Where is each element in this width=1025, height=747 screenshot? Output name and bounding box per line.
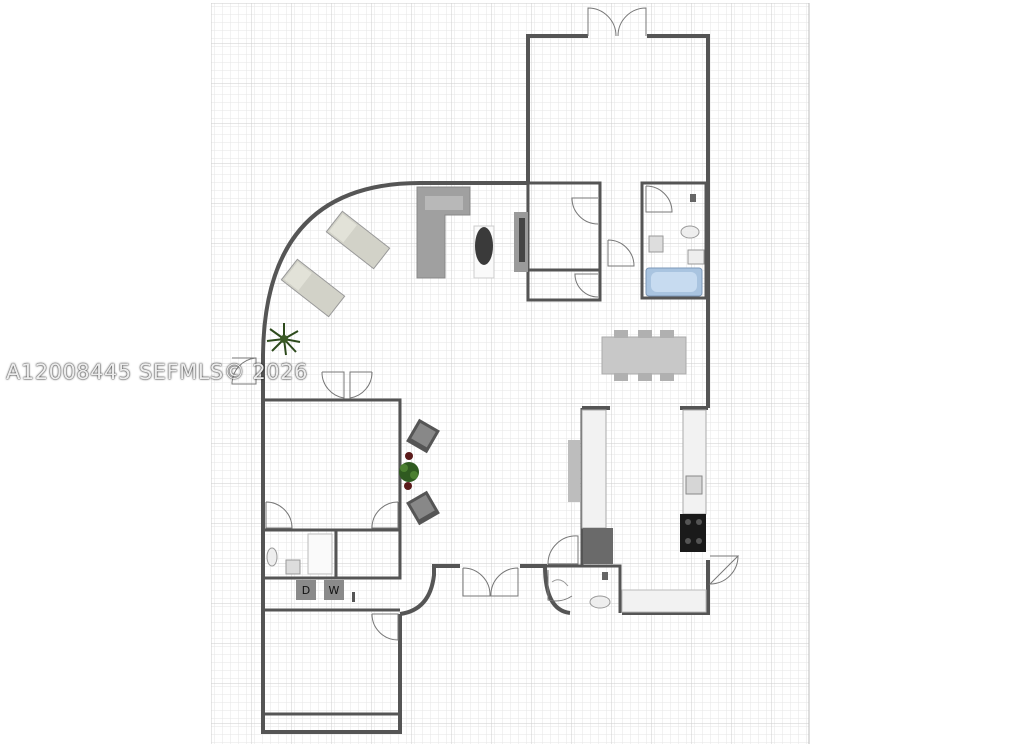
sink: [285, 559, 301, 575]
armchair: [406, 490, 440, 526]
counter: [682, 409, 707, 515]
bar-stool-bench: [568, 440, 580, 502]
cooktop: [680, 514, 706, 552]
kitchen-sink: [685, 475, 703, 495]
washer-label: W: [329, 584, 340, 597]
dryer: [296, 580, 316, 600]
dryer-label: D: [302, 584, 310, 597]
sink: [648, 235, 664, 253]
bidet: [687, 249, 705, 265]
sofa-cushion: [425, 196, 463, 210]
dining-set: [601, 330, 687, 381]
toilet: [266, 547, 278, 567]
counter: [621, 589, 707, 613]
toilet: [680, 225, 700, 239]
doors: [231, 7, 740, 641]
dining-table: [601, 336, 687, 375]
watermark: A12008445 SEFMLS© 2026: [6, 360, 308, 384]
exterior-walls: [261, 34, 710, 734]
toilet: [589, 595, 611, 609]
lounge-chair: [280, 258, 346, 318]
ottoman: [475, 227, 493, 265]
plant: [266, 323, 301, 356]
refrigerator: [583, 528, 613, 564]
armchair: [406, 418, 440, 454]
lounge-chair: [325, 210, 391, 270]
patio-furniture: [399, 418, 440, 526]
shower: [307, 533, 333, 575]
tv: [519, 218, 525, 262]
kitchen: [568, 409, 707, 613]
plant: [399, 452, 419, 490]
counter: [581, 409, 607, 529]
laundry: D W: [296, 580, 355, 602]
living-room-furniture: [266, 186, 528, 356]
washer: [324, 580, 344, 600]
bathroom-fixtures: [266, 194, 705, 609]
